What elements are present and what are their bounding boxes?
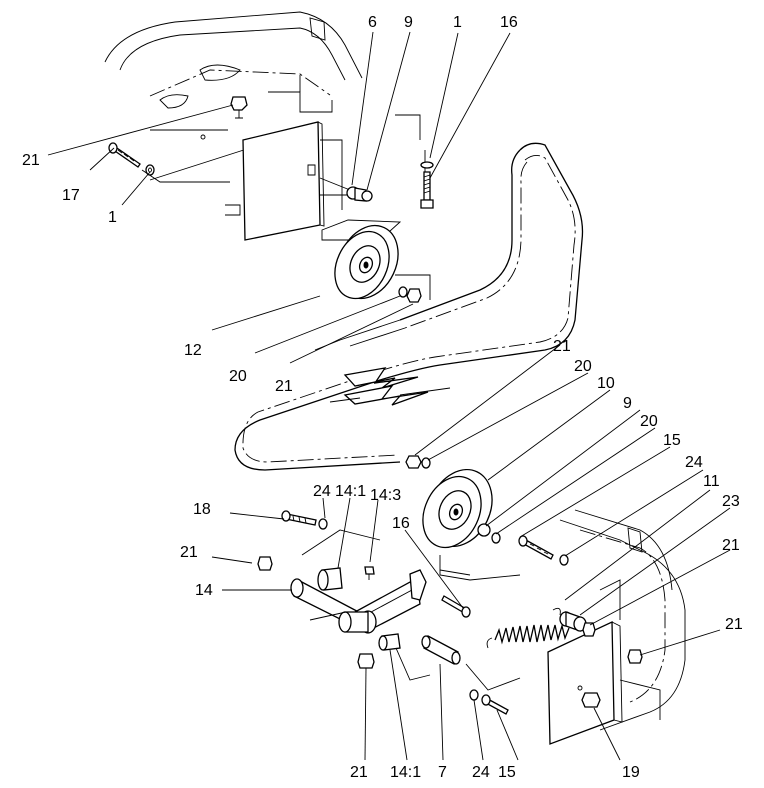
callout-14-1: 14:1 xyxy=(390,764,421,781)
callout-21: 21 xyxy=(22,152,40,169)
lower-bolt-bottom xyxy=(469,689,509,715)
callout-20: 20 xyxy=(574,358,592,375)
leader-lines xyxy=(47,31,731,761)
pivot-pin xyxy=(421,635,461,665)
tension-spring xyxy=(486,607,570,649)
arm-bolt xyxy=(281,510,328,530)
callout-7: 7 xyxy=(438,764,447,781)
bushing-lower xyxy=(378,633,401,651)
idler-arm xyxy=(290,566,427,634)
callout-14-3: 14:3 xyxy=(370,487,401,504)
callout-18: 18 xyxy=(193,501,211,518)
idler-pulley-upper xyxy=(334,224,422,303)
callout-6: 6 xyxy=(368,14,377,31)
upper-spacer-and-nut xyxy=(346,186,373,202)
callout-15: 15 xyxy=(498,764,516,781)
callout-16: 16 xyxy=(392,515,410,532)
callout-labels: 21 17 1 6 9 1 16 12 20 21 21 20 10 9 20 … xyxy=(22,14,743,781)
callout-21: 21 xyxy=(180,544,198,561)
callout-15: 15 xyxy=(663,432,681,449)
callout-17: 17 xyxy=(62,187,80,204)
callout-16: 16 xyxy=(500,14,518,31)
callout-24: 24 xyxy=(313,483,331,500)
drive-belt xyxy=(234,142,584,471)
upper-frame xyxy=(104,11,421,216)
callout-1: 1 xyxy=(108,209,117,226)
callout-20: 20 xyxy=(229,368,247,385)
callout-21: 21 xyxy=(275,378,293,395)
arm-nut-left xyxy=(257,556,273,571)
callout-24: 24 xyxy=(472,764,490,781)
callout-12: 12 xyxy=(184,342,202,359)
callout-21: 21 xyxy=(722,537,740,554)
idler-pulley-lower xyxy=(405,455,521,581)
callout-1: 1 xyxy=(453,14,462,31)
upper-vertical-bolt xyxy=(420,161,434,209)
callout-21: 21 xyxy=(725,616,743,633)
callout-21: 21 xyxy=(553,338,571,355)
callout-20: 20 xyxy=(640,413,658,430)
lower-assembly-lines xyxy=(301,529,521,691)
callout-21: 21 xyxy=(350,764,368,781)
lower-bolt-right xyxy=(518,535,569,566)
callout-24: 24 xyxy=(685,454,703,471)
callout-11: 11 xyxy=(703,473,720,490)
callout-14-1: 14:1 xyxy=(335,483,366,500)
arm-nut-bottom xyxy=(357,653,375,669)
callout-23: 23 xyxy=(722,493,740,510)
callout-14: 14 xyxy=(195,582,213,599)
callout-10: 10 xyxy=(597,375,615,392)
callout-19: 19 xyxy=(622,764,640,781)
upper-bolt-assembly xyxy=(108,96,248,176)
upper-mounting-plate xyxy=(242,121,348,241)
callout-9: 9 xyxy=(404,14,413,31)
callout-9: 9 xyxy=(623,395,632,412)
bushing-upper xyxy=(317,567,343,591)
lower-vertical-bolt xyxy=(441,595,471,618)
lower-right-frame xyxy=(559,509,686,731)
